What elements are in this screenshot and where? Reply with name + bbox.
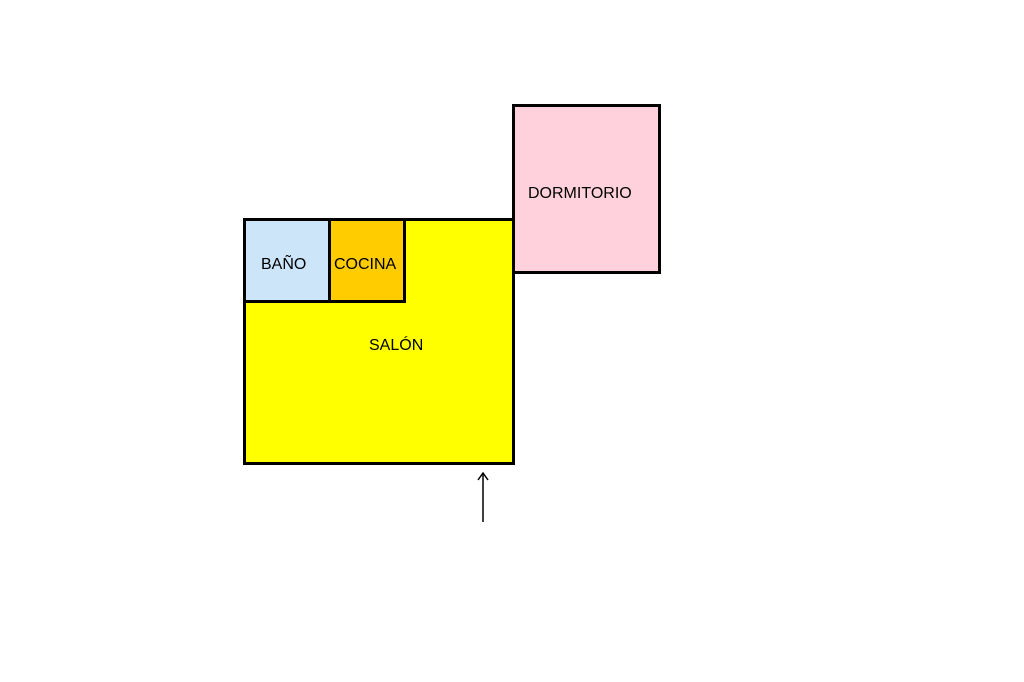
room-label-cocina: COCINA	[334, 256, 397, 273]
room-label-salon: SALÓN	[369, 337, 424, 354]
room-label-dormitorio: DORMITORIO	[528, 185, 632, 202]
room-dormitorio	[512, 104, 661, 274]
room-bano	[243, 218, 331, 303]
room-label-bano: BAÑO	[261, 256, 307, 273]
room-cocina	[328, 218, 406, 303]
arrow-up-icon	[477, 471, 489, 522]
